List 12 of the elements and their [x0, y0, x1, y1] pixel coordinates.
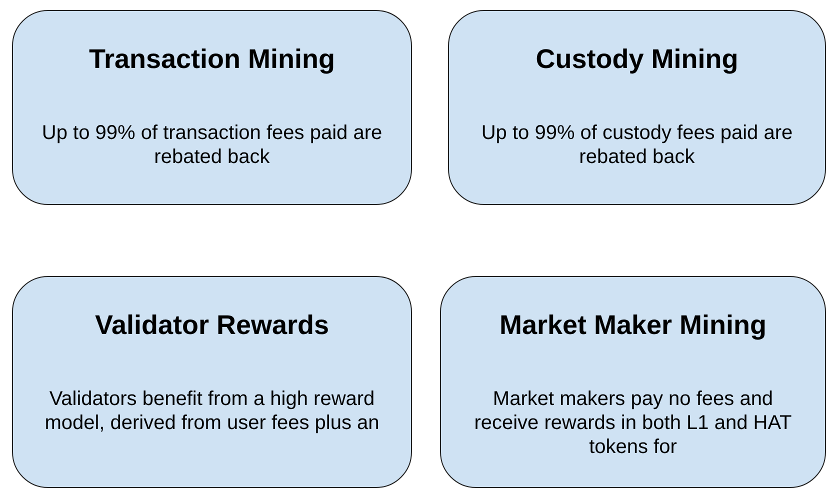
box-description: Up to 99% of custody fees paid are rebated back: [480, 121, 794, 169]
box-title: Transaction Mining: [88, 44, 336, 75]
rounded-box: [12, 10, 412, 205]
box-description: Validators benefit from a high reward model, derived from user fees plus an: [44, 387, 380, 435]
rounded-box: [12, 276, 412, 488]
rounded-box: [440, 276, 826, 488]
box-title: Market Maker Mining: [498, 310, 768, 341]
box-title: Custody Mining: [534, 44, 740, 75]
box-description: Up to 99% of transaction fees paid are rebated back: [40, 121, 384, 169]
rounded-box: [448, 10, 826, 205]
box-title: Validator Rewards: [94, 310, 330, 341]
box-description: Market makers pay no fees and receive rewards in both L1 and HAT tokens for: [473, 387, 793, 459]
